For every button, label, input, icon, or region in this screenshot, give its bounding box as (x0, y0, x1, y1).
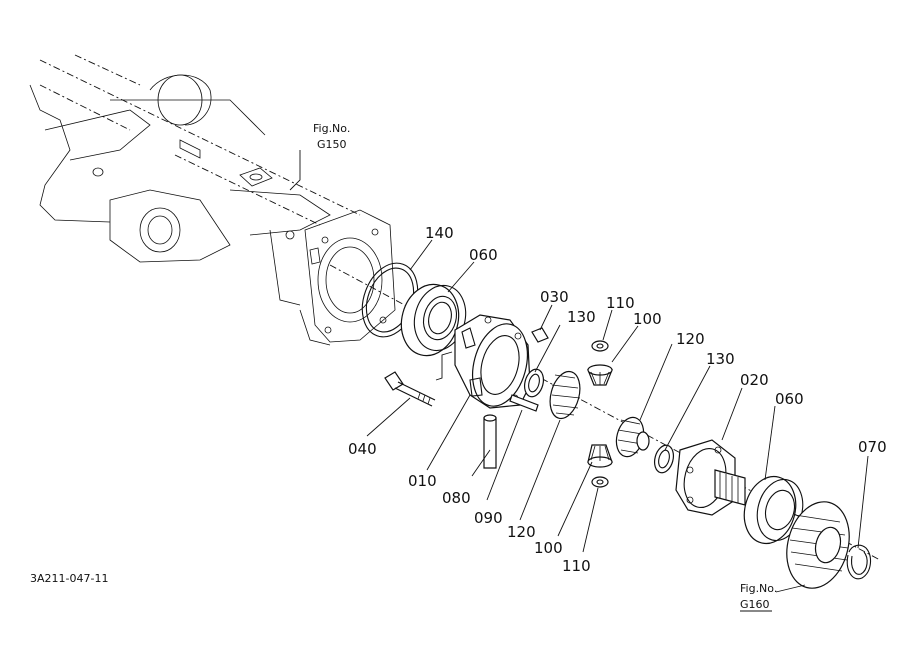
axle-housing (29, 54, 396, 346)
callout-130-left: 130 (567, 308, 596, 326)
fig-ref-g160-line1: Fig.No. (740, 582, 777, 595)
bevel-gear-g160 (786, 501, 850, 589)
circlip-070 (846, 544, 871, 580)
callout-070: 070 (858, 438, 887, 456)
callout-040: 040 (348, 440, 377, 458)
bolt-040 (384, 371, 436, 407)
spring-pin-090 (509, 394, 539, 412)
callout-020: 020 (740, 371, 769, 389)
callout-010: 010 (408, 472, 437, 490)
callout-140: 140 (425, 224, 454, 242)
pinion-gear-100-bottom (587, 444, 613, 468)
fig-ref-g150-line2: G150 (317, 138, 347, 151)
thrust-washer-130-left (523, 368, 545, 398)
side-gear-120-left (549, 370, 581, 420)
callout-100-top: 100 (633, 310, 662, 328)
callout-110-bottom: 110 (562, 557, 591, 575)
callout-130-right: 130 (706, 350, 735, 368)
callout-090: 090 (474, 509, 503, 527)
differential-case-010 (454, 314, 531, 409)
bearing-060-left (400, 283, 467, 357)
pin-030 (531, 327, 549, 343)
pinion-gear-100-top (587, 364, 613, 386)
leader-lines (289, 150, 869, 593)
fig-ref-g150-line1: Fig.No. (313, 122, 350, 135)
diagram-id: 3A211-047-11 (30, 572, 108, 585)
callout-100-bottom: 100 (534, 539, 563, 557)
pinion-shaft-080 (483, 414, 497, 469)
bearing-060-right (743, 475, 804, 545)
callout-120-left: 120 (507, 523, 536, 541)
side-gear-120-right (615, 416, 650, 458)
callout-060-right: 060 (775, 390, 804, 408)
fig-ref-g160-line2: G160 (740, 598, 770, 611)
differential-case-020 (675, 439, 746, 516)
washer-110-bottom (591, 476, 609, 488)
callout-030: 030 (540, 288, 569, 306)
callout-120-right: 120 (676, 330, 705, 348)
callout-080: 080 (442, 489, 471, 507)
callout-060-left: 060 (469, 246, 498, 264)
washer-110-top (591, 340, 609, 352)
callout-110-top: 110 (606, 294, 635, 312)
thrust-washer-130-right (653, 444, 675, 474)
